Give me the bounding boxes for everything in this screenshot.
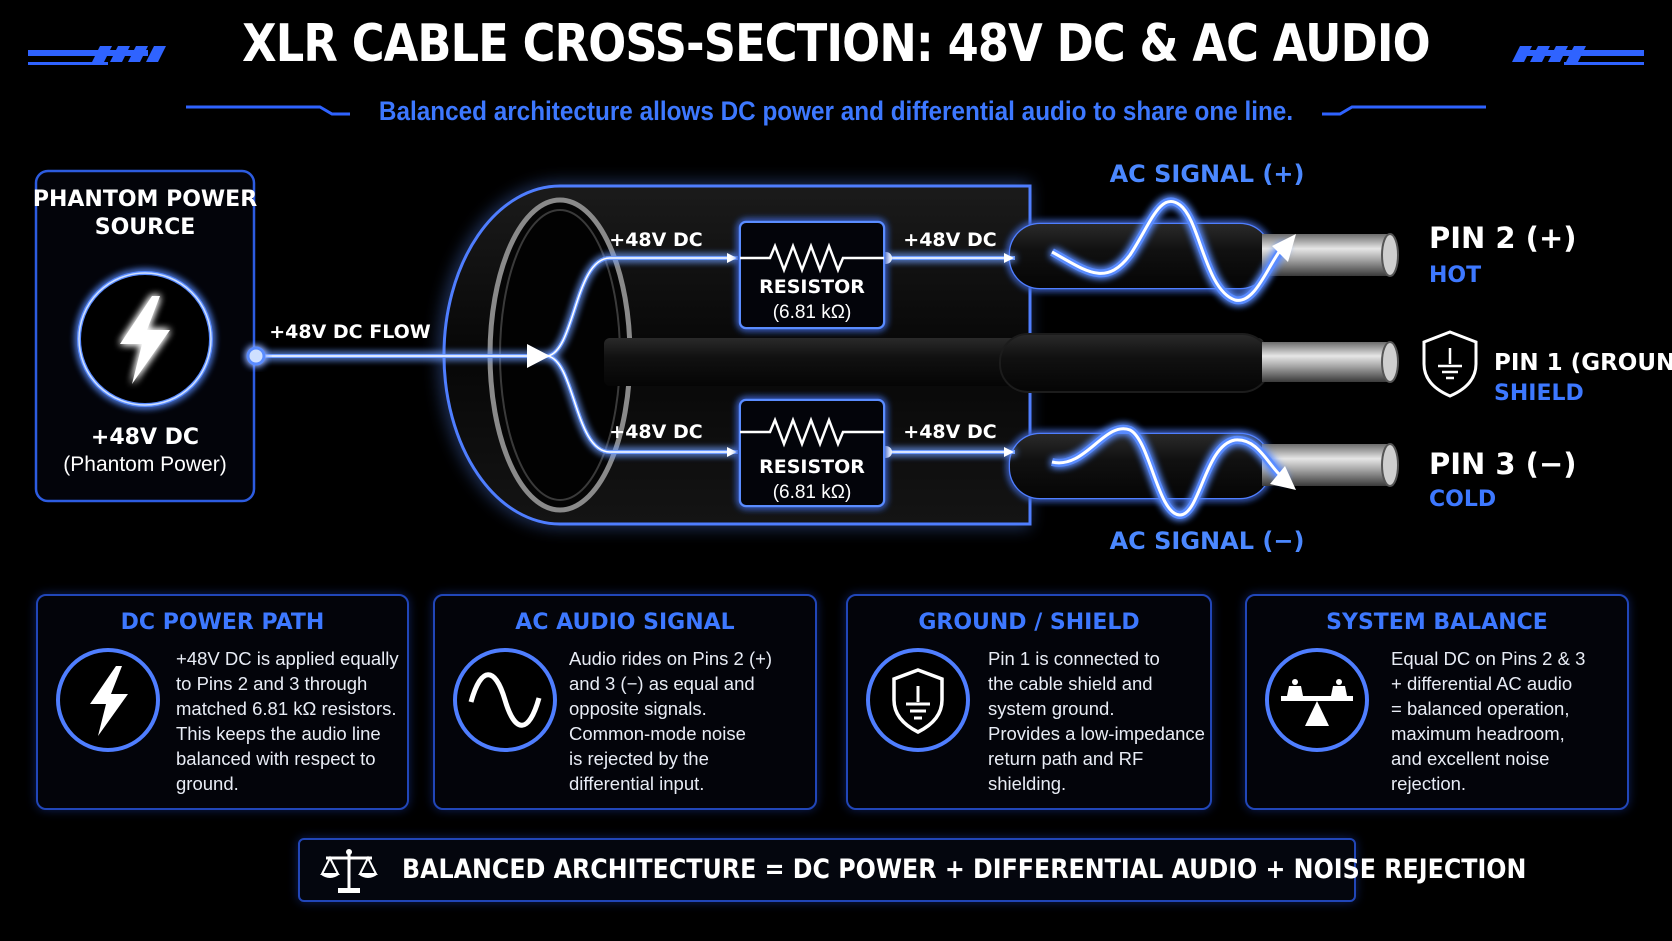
dc-label-lower-left: +48V DC bbox=[609, 421, 702, 443]
pin1-sub: SHIELD bbox=[1494, 381, 1584, 406]
balance-scale-icon bbox=[320, 849, 378, 893]
phantom-power-source-box: PHANTOM POWER SOURCE +48V DC (Phantom Po… bbox=[33, 169, 257, 503]
card-title: DC POWER PATH bbox=[120, 610, 325, 635]
pin2-name: PIN 2 (+) bbox=[1429, 221, 1577, 255]
ac-signal-pos-label: AC SIGNAL (+) bbox=[1110, 160, 1305, 188]
source-voltage: +48V DC bbox=[91, 425, 199, 450]
header-decor-right bbox=[1512, 46, 1644, 65]
ac-signal-neg-label: AC SIGNAL (−) bbox=[1110, 527, 1305, 555]
footer-banner: BALANCED ARCHITECTURE = DC POWER + DIFFE… bbox=[298, 838, 1526, 902]
subtitle-underline-decor bbox=[186, 105, 1486, 116]
card-body: Equal DC on Pins 2 & 3+ differential AC … bbox=[1391, 648, 1586, 794]
source-title-line2: SOURCE bbox=[95, 215, 196, 240]
resistor-symbol-icon bbox=[740, 416, 884, 448]
resistor-upper-value: (6.81 kΩ) bbox=[773, 302, 852, 323]
flow-junction-arrow bbox=[527, 344, 550, 368]
card-body: Audio rides on Pins 2 (+)and 3 (−) as eq… bbox=[569, 648, 773, 794]
resistor-upper: RESISTOR (6.81 kΩ) bbox=[738, 220, 886, 330]
resistor-lower: RESISTOR (6.81 kΩ) bbox=[738, 398, 886, 508]
ac-signal-pos-wave bbox=[1050, 197, 1296, 305]
card-system-balance: SYSTEM BALANCE Equal DC on Pins 2 & 3+ d… bbox=[1245, 594, 1629, 810]
resistor-symbol-icon bbox=[740, 242, 884, 274]
dc-label-upper-right: +48V DC bbox=[903, 229, 996, 251]
dc-label-upper-left: +48V DC bbox=[609, 229, 702, 251]
card-title: GROUND / SHIELD bbox=[918, 610, 1140, 635]
dc-flow-lines-core bbox=[256, 253, 1014, 457]
resistor-lower-label: RESISTOR bbox=[759, 456, 865, 478]
card-title: AC AUDIO SIGNAL bbox=[515, 610, 735, 635]
header-decor-left bbox=[28, 46, 166, 65]
dc-flow-label: +48V DC FLOW bbox=[269, 321, 431, 343]
pin2-sub: HOT bbox=[1429, 263, 1481, 288]
dc-label-lower-right: +48V DC bbox=[903, 421, 996, 443]
resistor-lower-value: (6.81 kΩ) bbox=[773, 482, 852, 503]
footer-text: BALANCED ARCHITECTURE = DC POWER + DIFFE… bbox=[402, 854, 1527, 885]
sine-wave-icon bbox=[453, 648, 557, 752]
card-dc-power-path: DC POWER PATH +48V DC is applied equally… bbox=[36, 594, 409, 810]
ground-shield-icon bbox=[1422, 330, 1478, 398]
source-note: (Phantom Power) bbox=[63, 453, 226, 476]
ac-signal-neg-wave bbox=[1051, 424, 1296, 520]
pin3-name: PIN 3 (−) bbox=[1429, 447, 1577, 481]
page-subtitle: Balanced architecture allows DC power an… bbox=[378, 96, 1294, 126]
source-title-line1: PHANTOM POWER bbox=[33, 187, 257, 212]
resistor-upper-label: RESISTOR bbox=[759, 276, 865, 298]
page-title: XLR CABLE CROSS-SECTION: 48V DC & AC AUD… bbox=[242, 14, 1431, 74]
pin3-sub: COLD bbox=[1429, 487, 1496, 512]
lightning-bolt-icon bbox=[120, 296, 170, 384]
pin1-ground-conductor bbox=[604, 333, 1399, 393]
ground-shield-icon bbox=[866, 648, 970, 752]
balance-scale-icon bbox=[1265, 648, 1369, 752]
source-output-node bbox=[246, 346, 266, 366]
pin2-conductor bbox=[1008, 222, 1399, 290]
card-ac-audio-signal: AC AUDIO SIGNAL Audio rides on Pins 2 (+… bbox=[433, 594, 817, 810]
card-title: SYSTEM BALANCE bbox=[1326, 610, 1548, 635]
lightning-bolt-icon bbox=[56, 648, 160, 752]
pin1-name: PIN 1 (GROUND) bbox=[1494, 350, 1672, 376]
